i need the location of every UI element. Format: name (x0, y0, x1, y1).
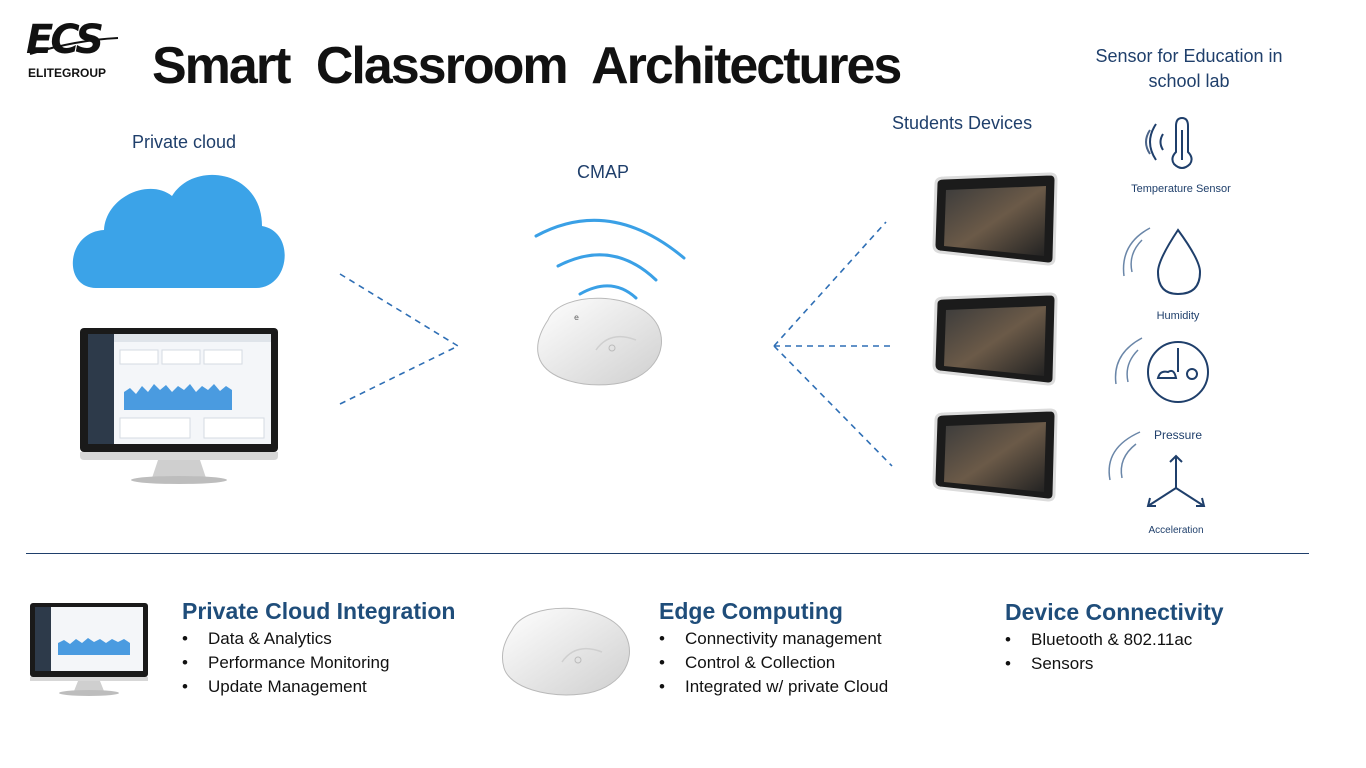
cloud-icon (72, 174, 285, 288)
cmap-label: CMAP (577, 162, 630, 182)
section-list: Connectivity management Control & Collec… (659, 627, 888, 699)
section-title: Edge Computing (659, 598, 843, 624)
cmap-access-point-icon (501, 607, 630, 696)
cloud-cmap-link (339, 273, 459, 405)
section-list: Bluetooth & 802.11ac Sensors (1005, 628, 1224, 676)
list-item: Bluetooth & 802.11ac (1005, 628, 1224, 652)
architecture-diagram: e (72, 116, 1209, 507)
cmap-devices-link (773, 221, 893, 467)
list-item: Control & Collection (659, 651, 888, 675)
acceleration-label: Acceleration (1148, 525, 1204, 536)
section-edge-computing: Edge Computing Connectivity management C… (659, 598, 888, 699)
list-item: Connectivity management (659, 627, 888, 651)
list-item: Data & Analytics (182, 627, 455, 651)
svg-text:e: e (574, 313, 579, 322)
ecs-logo: ECS ELITEGROUP (26, 18, 122, 82)
section-title: Private Cloud Integration (182, 598, 456, 624)
water-drop-icon (1122, 227, 1202, 296)
section-private-cloud: Private Cloud Integration Data & Analyti… (182, 598, 455, 699)
students-devices-label: Students Devices (892, 113, 1033, 133)
logo-subtext: ELITEGROUP (28, 66, 107, 80)
tablet-icon (932, 292, 1058, 386)
wifi-signal-icon (534, 218, 686, 300)
thermometer-icon (1145, 116, 1193, 169)
tablet-icon (932, 172, 1058, 266)
cmap-access-point-icon: e (537, 297, 662, 386)
list-item: Sensors (1005, 652, 1224, 676)
pressure-label: Pressure (1153, 428, 1203, 442)
gauge-icon (1114, 337, 1209, 403)
section-device-connectivity: Device Connectivity Bluetooth & 802.11ac… (1005, 599, 1224, 676)
axes-icon (1108, 431, 1206, 507)
dashboard-monitor-icon (30, 603, 148, 696)
sensor-heading: Sensor for Education in school lab (1095, 46, 1283, 91)
humidity-label: Humidity (1156, 310, 1200, 322)
dashboard-monitor-icon (80, 328, 278, 484)
page-title: Smart Classroom Architectures (152, 37, 902, 95)
list-item: Performance Monitoring (182, 651, 455, 675)
temperature-sensor-label: Temperature Sensor (1131, 183, 1231, 195)
tablet-icon (932, 408, 1058, 502)
private-cloud-label: Private cloud (132, 132, 237, 152)
logo-swoosh-icon (29, 37, 119, 55)
list-item: Update Management (182, 675, 455, 699)
list-item: Integrated w/ private Cloud (659, 675, 888, 699)
section-divider (26, 553, 1309, 554)
section-list: Data & Analytics Performance Monitoring … (182, 627, 455, 699)
section-title: Device Connectivity (1005, 599, 1224, 625)
